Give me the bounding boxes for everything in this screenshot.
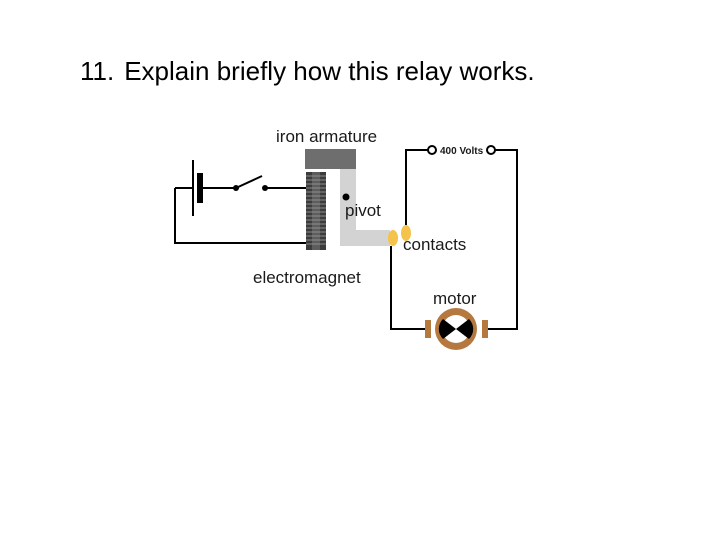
armature-lever [340, 169, 390, 246]
question-title: 11. Explain briefly how this relay works. [80, 56, 535, 87]
control-circuit-wires [174, 187, 308, 244]
motor-icon [425, 308, 488, 350]
iron-armature [305, 149, 356, 169]
label-electromagnet: electromagnet [253, 268, 361, 287]
switch-icon [233, 175, 268, 191]
label-voltage: 400 Volts [440, 146, 484, 157]
question-number: 11. [80, 56, 115, 86]
label-contacts: contacts [403, 235, 466, 254]
label-pivot: pivot [345, 201, 381, 220]
label-iron-armature: iron armature [276, 127, 377, 146]
battery-icon [192, 160, 203, 216]
pivot-point [342, 193, 350, 201]
question-text: Explain briefly how this relay works. [124, 56, 535, 86]
voltage-terminals [427, 145, 496, 155]
label-motor: motor [433, 289, 477, 308]
load-circuit-wires [390, 149, 518, 330]
contacts-icon [388, 225, 411, 246]
electromagnet-coil-icon [306, 172, 326, 250]
